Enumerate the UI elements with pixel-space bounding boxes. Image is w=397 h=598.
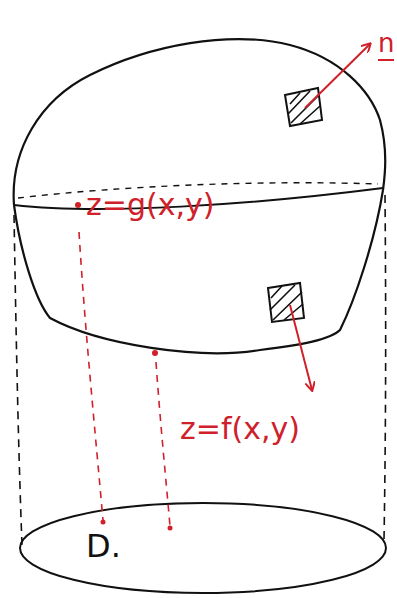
cylinder-side (14, 215, 22, 545)
point-dot (75, 202, 81, 208)
point-dot (152, 350, 158, 356)
vector-name: n (378, 30, 394, 56)
region-outline (20, 503, 386, 593)
point-dot (168, 526, 173, 531)
projection-line (79, 232, 103, 520)
region-name: D. (86, 530, 121, 562)
bottom-surface (14, 190, 383, 353)
point-dot (101, 520, 106, 525)
top-surface (14, 39, 386, 205)
normal-arrow (305, 44, 370, 108)
cylinder-side (384, 195, 386, 540)
vector-underline (378, 59, 394, 61)
normal-arrow (290, 305, 312, 390)
surface-equation: z=g(x,y) (86, 190, 214, 220)
surface-patch (268, 283, 304, 322)
hatching (288, 91, 320, 124)
projection-line (156, 362, 170, 526)
surface-equation: z=f(x,y) (180, 414, 300, 444)
surface-patch (285, 88, 322, 126)
hatching (270, 285, 303, 320)
